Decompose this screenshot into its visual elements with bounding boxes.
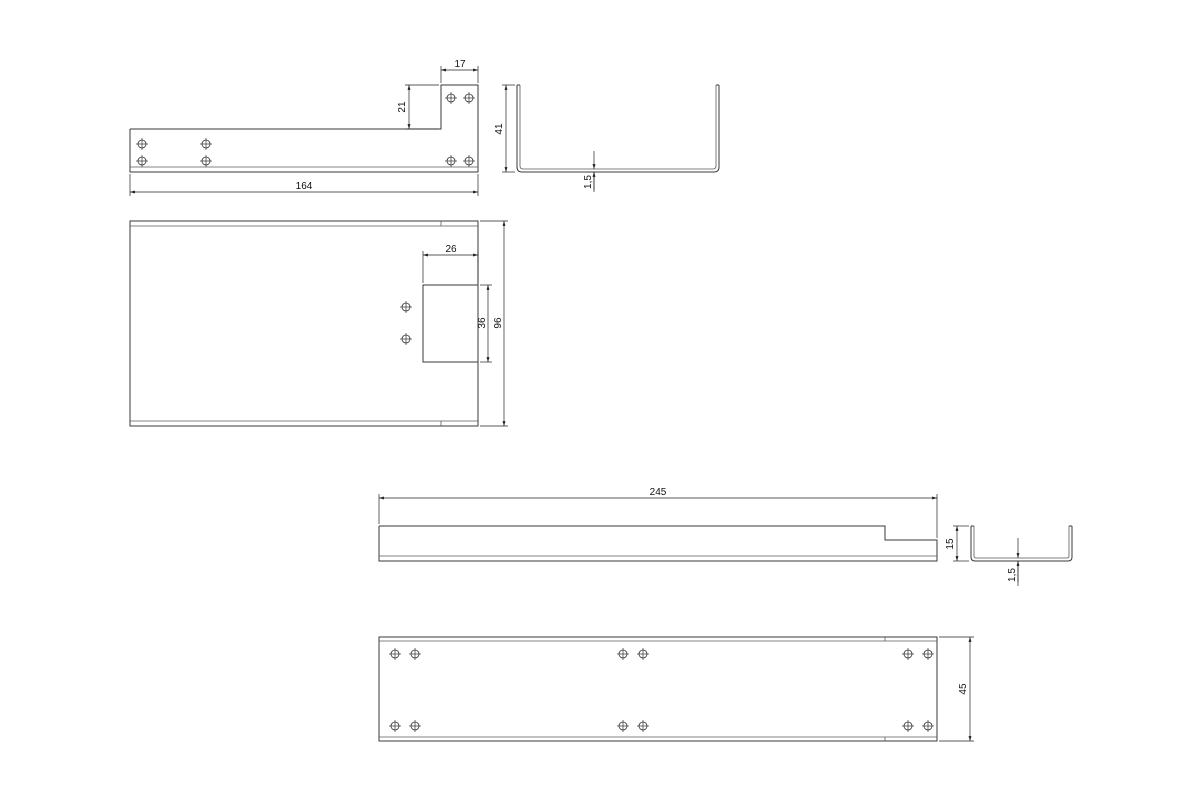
hole-icon xyxy=(389,720,401,732)
view-u-profile-right: 15 1,5 xyxy=(945,525,1073,586)
hole-icon xyxy=(902,648,914,660)
dimension-top-width: 164 xyxy=(296,181,313,192)
view-plan-first-part: 26 36 96 xyxy=(129,220,508,427)
dimension-cutout-width: 26 xyxy=(445,244,457,255)
hole-icon xyxy=(136,155,148,167)
dimension-thickness-right: 1,5 xyxy=(1007,568,1018,582)
dimension-long-profile-height: 15 xyxy=(945,538,956,550)
dimension-thickness-left: 1,5 xyxy=(583,175,594,189)
hole-icon xyxy=(463,92,475,104)
dimension-long-length: 245 xyxy=(650,487,667,498)
hole-icon xyxy=(200,138,212,150)
hole-icon xyxy=(409,648,421,660)
hole-icon xyxy=(637,720,649,732)
hole-icon xyxy=(200,155,212,167)
view-long-side: 245 xyxy=(378,487,938,562)
hole-icon xyxy=(617,648,629,660)
hole-icon xyxy=(400,301,412,313)
hole-icon xyxy=(922,648,934,660)
dimension-profile-height: 41 xyxy=(494,123,505,135)
hole-icon xyxy=(922,720,934,732)
view-u-profile-left: 41 1,5 xyxy=(494,84,720,192)
hole-icon xyxy=(617,720,629,732)
dimension-tab-width: 17 xyxy=(454,59,466,70)
hole-icon xyxy=(902,720,914,732)
dimension-tab-height: 21 xyxy=(397,101,408,113)
hole-icon xyxy=(445,155,457,167)
hole-icon xyxy=(445,92,457,104)
hole-icon xyxy=(136,138,148,150)
view-top-left-side: 164 17 21 xyxy=(129,59,479,196)
view-long-plan: 45 xyxy=(378,636,974,742)
hole-icon xyxy=(463,155,475,167)
hole-icon xyxy=(409,720,421,732)
hole-icon xyxy=(400,333,412,345)
dimension-cutout-height: 36 xyxy=(477,317,488,329)
dimension-long-plate-width: 45 xyxy=(958,683,969,695)
dimension-plate-depth: 96 xyxy=(493,317,504,329)
hole-icon xyxy=(637,648,649,660)
hole-icon xyxy=(389,648,401,660)
